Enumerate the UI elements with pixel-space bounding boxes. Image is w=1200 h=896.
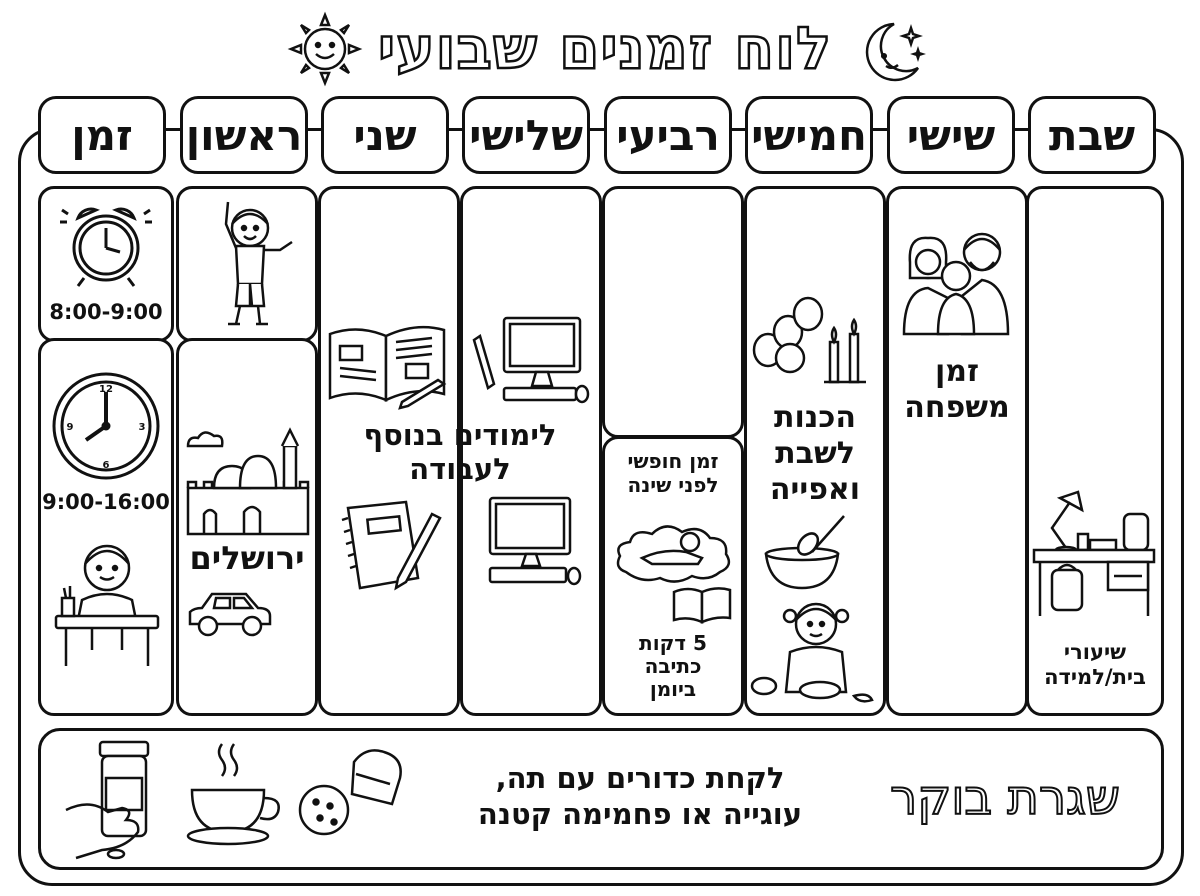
diary-label: 5 דקות כתיבה ביומן [639,631,707,701]
tab-time: זמן [38,96,166,174]
svg-text:3: 3 [139,422,146,433]
tab-thursday: חמישי [745,96,873,174]
cookie-toast-icon [296,744,408,844]
morning-routine-title: שגרת בוקר [889,769,1121,827]
tab-wednesday: רביעי [604,96,732,174]
time-slot-day: 9:00-16:00 [42,490,170,514]
tuesday-cell [460,186,602,716]
morning-routine-description: לקחת כדורים עם תה, עוגייה או פחמימה קטנה [477,761,803,832]
pill-bottle-icon [62,738,158,862]
study-label: לימודים בנוסף לעבודה [363,418,557,487]
computer-icon [470,314,594,404]
car-icon [184,586,274,640]
baking-girl-icon [750,596,876,706]
mixing-bowl-icon [760,512,850,592]
tea-cup-icon [186,740,286,848]
wednesday-cell-top [602,186,744,438]
alarm-clock-icon [58,196,154,292]
exercising-child-icon [200,196,296,332]
tab-tuesday: שלישי [462,96,590,174]
open-book-icon [672,584,732,624]
time-slot-morning: 8:00-9:00 [49,300,163,324]
page-title: לוח זמנים שבועי [377,13,833,84]
wall-clock-icon: 12 6 9 3 [50,370,162,482]
shabbat-prep-label: הכנות לשבת ואפייה [769,400,861,507]
morning-routine-bar [38,728,1164,870]
svg-text:6: 6 [103,460,110,471]
jerusalem-icon [184,426,312,538]
family-time-label: זמן משפחה [904,354,1010,425]
free-time-label: זמן חופשי לפני שינה [627,449,719,497]
tab-saturday: שבת [1028,96,1156,174]
tab-monday: שני [321,96,449,174]
sunday-trip-label: ירושלים [189,539,305,577]
sun-icon [288,12,362,86]
svg-text:9: 9 [67,422,74,433]
sleeping-on-cloud-icon [612,518,734,588]
tab-sunday: ראשון [180,96,308,174]
saturday-cell [1026,186,1164,716]
open-book-icon [326,318,452,408]
svg-text:12: 12 [99,384,113,395]
challah-candles-icon [750,292,876,388]
homework-label: שיעורי בית/למידה [1044,640,1146,690]
schedule-frame [18,128,1184,886]
notebook-icon [340,498,444,592]
computer-icon [484,494,586,588]
monday-cell [318,186,460,716]
tab-friday: שישי [887,96,1015,174]
family-icon [900,226,1012,340]
desk-lamp-icon [1030,488,1158,620]
moon-icon [856,16,926,86]
child-at-desk-icon [52,540,162,670]
